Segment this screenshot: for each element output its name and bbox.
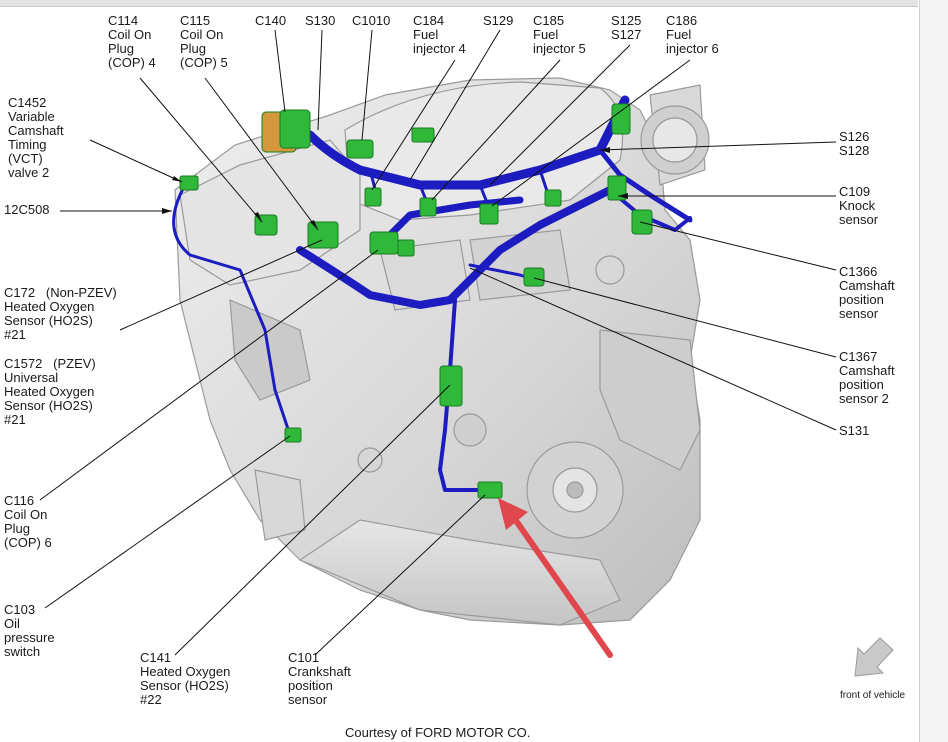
label-c109: C109 Knock sensor [839,184,879,227]
highlight-arrow [498,498,613,658]
label-c116: C116 Coil On Plug (COP) 6 [4,493,52,550]
mount-bracket [254,469,306,541]
label-c101: C101 Crankshaft position sensor [288,650,351,707]
connector-c1452 [179,175,199,191]
label-c1367: C1367 Camshaft position sensor 2 [839,349,895,406]
label-s129: S129 [483,13,514,28]
label-c103: C103 Oil pressure switch [4,602,55,659]
harness-left-branch [172,183,292,437]
harness-cross-branch [376,196,524,249]
window-right-edge [919,0,920,742]
connector-c1010 [346,139,374,159]
label-c114: C114 Coil On Plug (COP) 4 [108,13,156,70]
front-cover [599,329,701,471]
harness-front-branch [597,147,693,223]
harness-lower-trunk [296,186,614,309]
harness-down-branch [438,298,480,492]
engine-illustration [174,77,710,626]
connector-fuel4 [364,187,382,207]
valve-cover-left [179,139,361,286]
connectors [179,103,653,499]
label-c172: C172 (Non-PZEV) Heated Oxygen Sensor (HO… [4,285,117,342]
exhaust-manifold [229,299,311,401]
label-c1010: C1010 [352,13,391,28]
label-c1572: C1572 (PZEV) Universal Heated Oxygen Sen… [4,356,96,427]
window-top-edge [0,0,918,7]
connector-fuel6 [479,203,499,225]
connector-cop6 [369,231,399,255]
oil-pan [298,519,621,626]
harness-right-loop [608,188,692,232]
arrow-down-left-icon [854,637,894,677]
courtesy-credit: Courtesy of FORD MOTOR CO. [345,725,531,740]
label-c186: C186 Fuel injector 6 [666,13,719,56]
harness-main-trunk [305,95,630,190]
label-s131: S131 [839,423,870,438]
connector-c1366 [523,267,545,287]
window-scroll-area [920,0,948,742]
connector-c101 [477,481,503,499]
label-c115: C115 Coil On Plug (COP) 5 [180,13,228,70]
connector-c109 [607,175,627,201]
label-s126-s128: S126 S128 [839,129,870,158]
label-c141: C141 Heated Oxygen Sensor (HO2S) #22 [140,650,231,707]
label-c1452: C1452 Variable Camshaft Timing (VCT) val… [8,95,64,180]
label-s125-s127: S125 S127 [611,13,642,42]
connector-c141 [439,365,463,407]
label-c185: C185 Fuel injector 5 [533,13,586,56]
label-12c508: 12C508 [4,202,50,217]
leader-lines [39,29,837,656]
wiring-harness [172,95,693,492]
leader-arrowheads [162,147,628,230]
connector-cop5 [307,221,339,249]
label-c140: C140 [255,13,287,28]
label-front-of-vehicle: front of vehicle [840,690,906,701]
connector-c103 [284,427,302,443]
label-c1366: C1366 Camshaft position sensor [839,264,895,321]
label-s130: S130 [305,13,336,28]
label-c184: C184 Fuel injector 4 [413,13,466,56]
connector-fuel5 [419,197,437,217]
